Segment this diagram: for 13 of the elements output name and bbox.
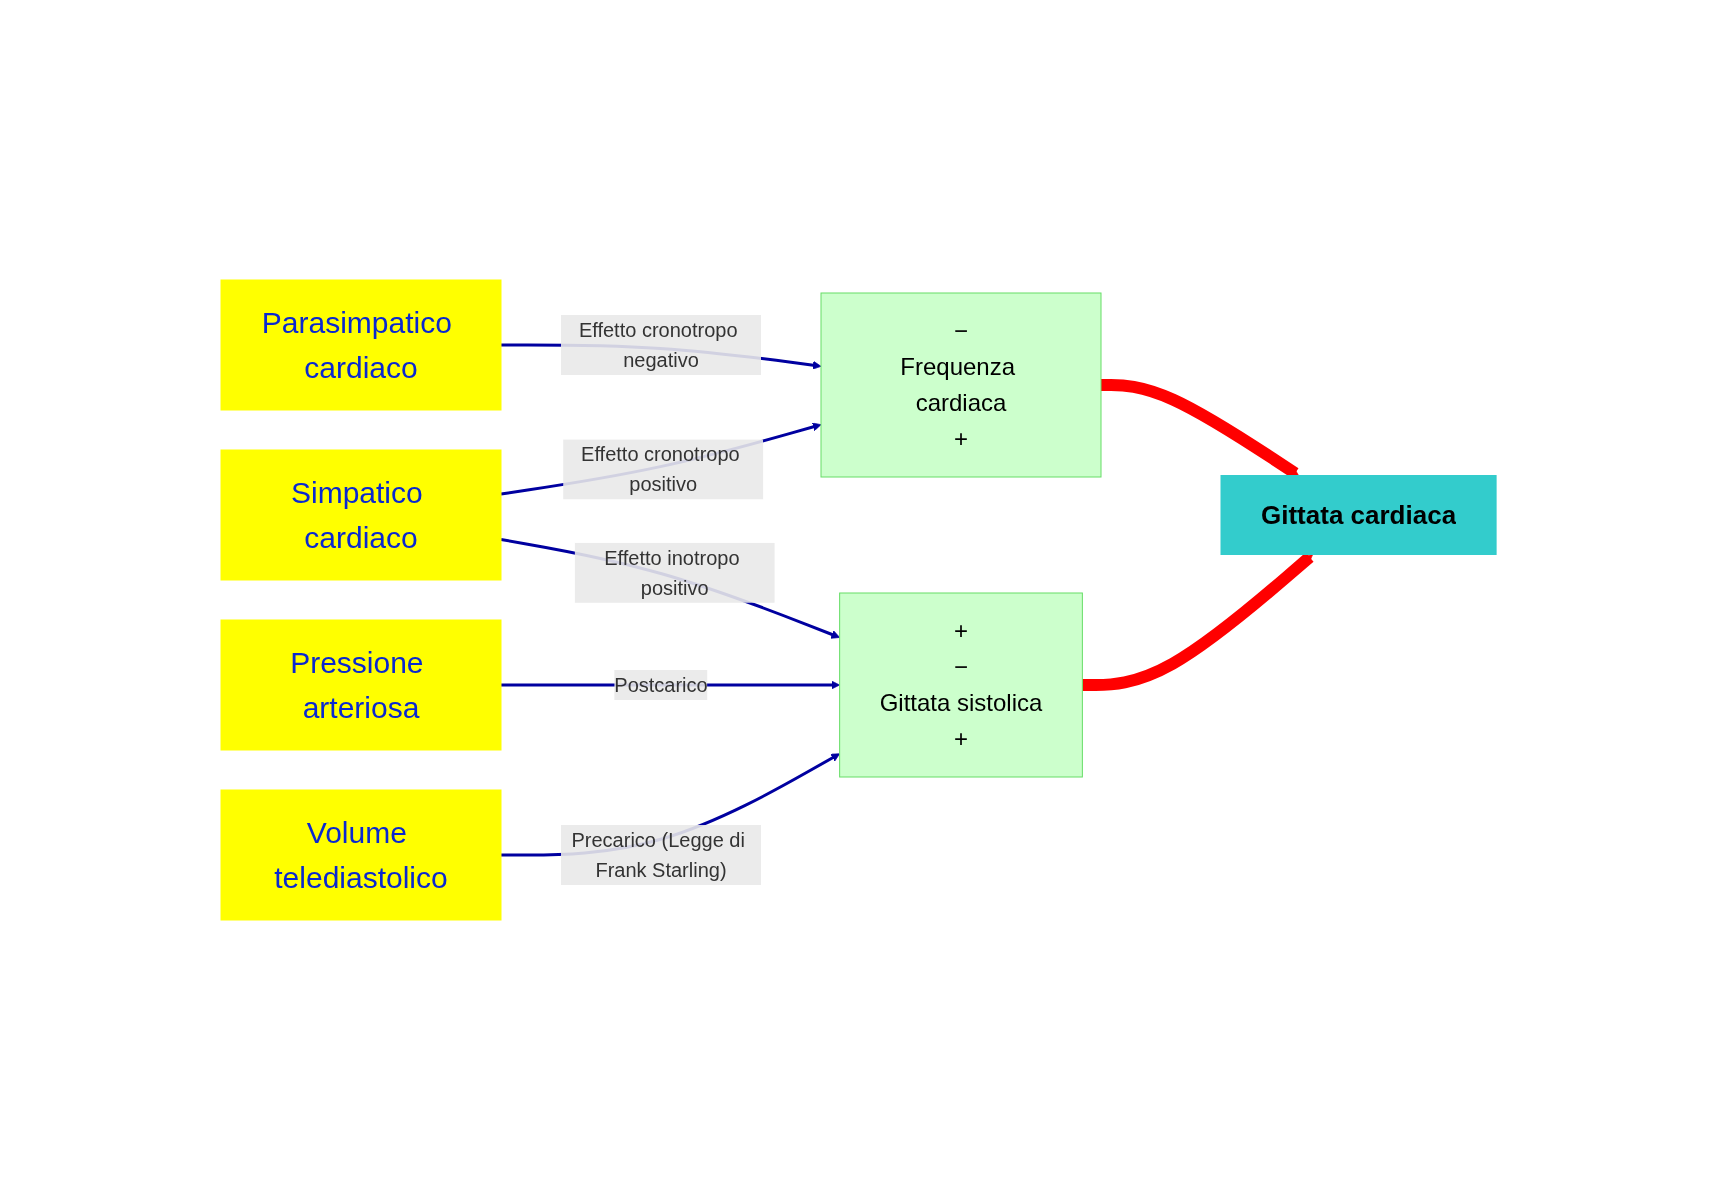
- node-box: Simpatico cardiaco: [220, 449, 502, 581]
- node-box: − Frequenza cardiaca +: [820, 292, 1102, 478]
- node-box: Volume telediastolico: [220, 789, 502, 921]
- edge-label: Postcarico: [614, 674, 708, 696]
- node-box: + − Gittata sistolica +: [839, 592, 1083, 778]
- node-box: Gittata cardiaca: [1220, 475, 1497, 555]
- edge-label: Effetto cronotropo positivo: [581, 443, 740, 496]
- edge-label: Effetto inotropo positivo: [604, 546, 740, 599]
- arrow: [500, 538, 840, 639]
- node-box: Pressione arteriosa: [220, 619, 502, 751]
- node-box: Parasimpatico cardiaco: [220, 279, 502, 411]
- edge-label: Precarico (Legge di Frank Starling): [571, 829, 745, 881]
- edge-label: Effetto cronotropo negativo: [578, 319, 738, 371]
